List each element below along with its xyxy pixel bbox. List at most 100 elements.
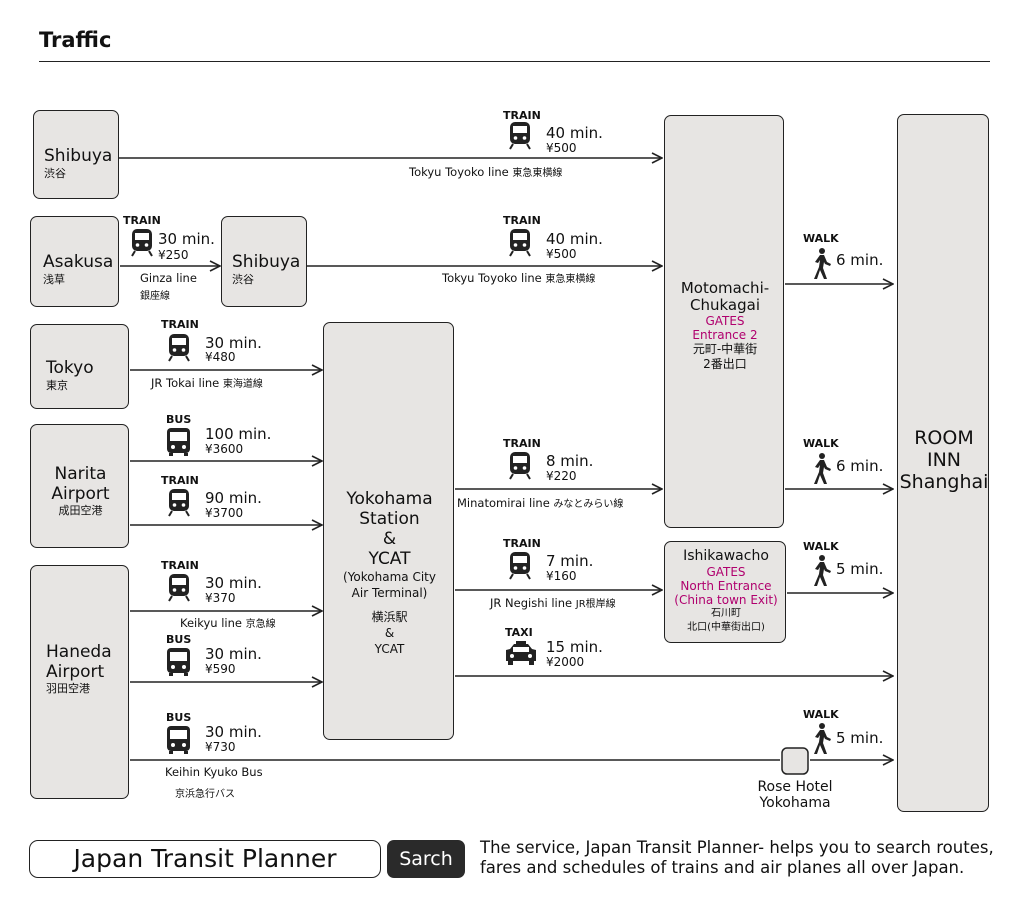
mode-label: TRAIN bbox=[503, 437, 541, 450]
origin-asakusa: Asakusa 浅草 bbox=[30, 216, 119, 307]
origin-label-jp: 東京 bbox=[46, 379, 68, 392]
walk-icon bbox=[814, 723, 831, 754]
origin-label: Shibuya bbox=[44, 146, 113, 166]
hub-label: Ishikawacho bbox=[683, 548, 769, 564]
gates-label: GATES bbox=[705, 314, 745, 328]
route-fare: ¥500 bbox=[546, 141, 577, 155]
walk-icon bbox=[814, 555, 831, 586]
route-fare: ¥480 bbox=[205, 350, 236, 364]
entrance-label: Entrance 2 bbox=[692, 328, 758, 342]
train-icon bbox=[509, 552, 531, 580]
route-time: 8 min. bbox=[546, 452, 594, 470]
route-line: Minatomirai line みなとみらい線 bbox=[457, 495, 623, 510]
line-name: JR Negishi line bbox=[490, 596, 573, 610]
search-button[interactable]: Sarch bbox=[387, 840, 465, 878]
route-time: 90 min. bbox=[205, 489, 262, 507]
gates-label: GATES bbox=[706, 565, 746, 579]
bus-icon bbox=[167, 648, 190, 676]
hub-label: Station bbox=[359, 509, 420, 529]
mode-label: TAXI bbox=[505, 626, 533, 639]
route-time: 6 min. bbox=[836, 457, 884, 475]
bus-icon bbox=[167, 428, 190, 456]
transport-icons bbox=[131, 122, 831, 754]
route-time: 6 min. bbox=[836, 251, 884, 269]
route-line-jp: 銀座線 bbox=[140, 291, 170, 302]
route-line: JR Negishi line JR根岸線 bbox=[490, 595, 616, 610]
route-time: 30 min. bbox=[158, 230, 215, 248]
origin-label: Tokyo bbox=[46, 358, 94, 378]
rose-hotel-marker bbox=[781, 747, 809, 775]
origin-tokyo: Tokyo 東京 bbox=[30, 324, 129, 409]
mode-label: WALK bbox=[803, 232, 839, 245]
origin-label: Shibuya bbox=[232, 252, 301, 272]
origin-shibuya-transfer: Shibuya 渋谷 bbox=[221, 216, 307, 307]
title-divider bbox=[39, 61, 990, 62]
origin-label: Airport bbox=[46, 662, 105, 682]
mode-label: WALK bbox=[803, 540, 839, 553]
route-time: 30 min. bbox=[205, 645, 262, 663]
line-name-jp: JR根岸線 bbox=[575, 599, 616, 610]
train-icon bbox=[509, 122, 531, 150]
hub-label-jp: 横浜駅 bbox=[371, 610, 408, 624]
mode-label: TRAIN bbox=[503, 109, 541, 122]
route-time: 30 min. bbox=[205, 574, 262, 592]
description-line: The service, Japan Transit Planner- help… bbox=[480, 838, 994, 857]
walk-icon bbox=[814, 248, 831, 279]
hub-yokohama-station: Yokohama Station & YCAT (Yokohama City A… bbox=[323, 322, 454, 740]
hub-label: YCAT bbox=[368, 549, 411, 569]
hub-sublabel: Air Terminal) bbox=[351, 586, 428, 600]
route-fare: ¥590 bbox=[205, 662, 236, 676]
planner-description: The service, Japan Transit Planner- help… bbox=[480, 838, 1000, 878]
rose-hotel-city: Yokohama bbox=[759, 795, 831, 811]
train-icon bbox=[509, 229, 531, 257]
route-time: 40 min. bbox=[546, 230, 603, 248]
route-fare: ¥500 bbox=[546, 247, 577, 261]
route-time: 15 min. bbox=[546, 638, 603, 656]
route-fare: ¥160 bbox=[546, 569, 577, 583]
origin-label-jp: 渋谷 bbox=[44, 167, 66, 180]
taxi-icon bbox=[506, 641, 536, 665]
origin-shibuya: Shibuya 渋谷 bbox=[33, 110, 119, 199]
mode-label: TRAIN bbox=[161, 474, 199, 487]
origin-label: Haneda bbox=[46, 642, 112, 662]
hub-label: Yokohama bbox=[346, 489, 433, 509]
line-name: Tokyu Toyoko line bbox=[442, 271, 542, 285]
line-name-jp: 東急東横線 bbox=[512, 168, 563, 179]
train-icon bbox=[168, 489, 190, 517]
route-fare: ¥3600 bbox=[205, 442, 244, 456]
japan-transit-planner-link[interactable]: Japan Transit Planner bbox=[29, 840, 381, 878]
route-time: 40 min. bbox=[546, 124, 603, 142]
route-fare: ¥220 bbox=[546, 469, 577, 483]
hub-label-jp: 元町-中華街 bbox=[692, 342, 758, 356]
mode-label: TRAIN bbox=[503, 537, 541, 550]
mode-label: WALK bbox=[803, 437, 839, 450]
origin-label-jp: 浅草 bbox=[43, 273, 65, 286]
origin-haneda-airport: Haneda Airport 羽田空港 bbox=[30, 565, 129, 799]
mode-label: TRAIN bbox=[123, 214, 161, 227]
line-name: Minatomirai line bbox=[457, 496, 550, 510]
origin-label: Asakusa bbox=[43, 252, 114, 272]
hub-label: Chukagai bbox=[690, 296, 760, 314]
mode-label: WALK bbox=[803, 708, 839, 721]
line-name-jp: 東海道線 bbox=[222, 379, 263, 390]
origin-label-jp: 羽田空港 bbox=[46, 682, 90, 695]
hub-label-jp: 北口(中華街出口) bbox=[687, 622, 765, 633]
route-fare: ¥3700 bbox=[205, 506, 244, 520]
walk-icon bbox=[814, 453, 831, 484]
hub-label-jp: 2番出口 bbox=[703, 357, 747, 371]
destination-label: ROOM bbox=[914, 427, 974, 449]
train-icon bbox=[131, 229, 153, 257]
mode-label: BUS bbox=[166, 711, 192, 724]
origin-label-jp: 渋谷 bbox=[232, 273, 254, 286]
hub-sublabel: (Yokohama City bbox=[343, 570, 436, 584]
mode-label: BUS bbox=[166, 633, 192, 646]
train-icon bbox=[509, 452, 531, 480]
route-line: Tokyu Toyoko line 東急東横線 bbox=[409, 164, 562, 179]
destination-label: Shanghai bbox=[899, 471, 989, 493]
route-fare: ¥2000 bbox=[546, 655, 585, 669]
hub-label-jp: & bbox=[384, 626, 395, 640]
route-line: Keihin Kyuko Bus bbox=[165, 765, 263, 779]
route-line: Keikyu line 京急線 bbox=[180, 615, 276, 630]
route-fare: ¥370 bbox=[205, 591, 236, 605]
